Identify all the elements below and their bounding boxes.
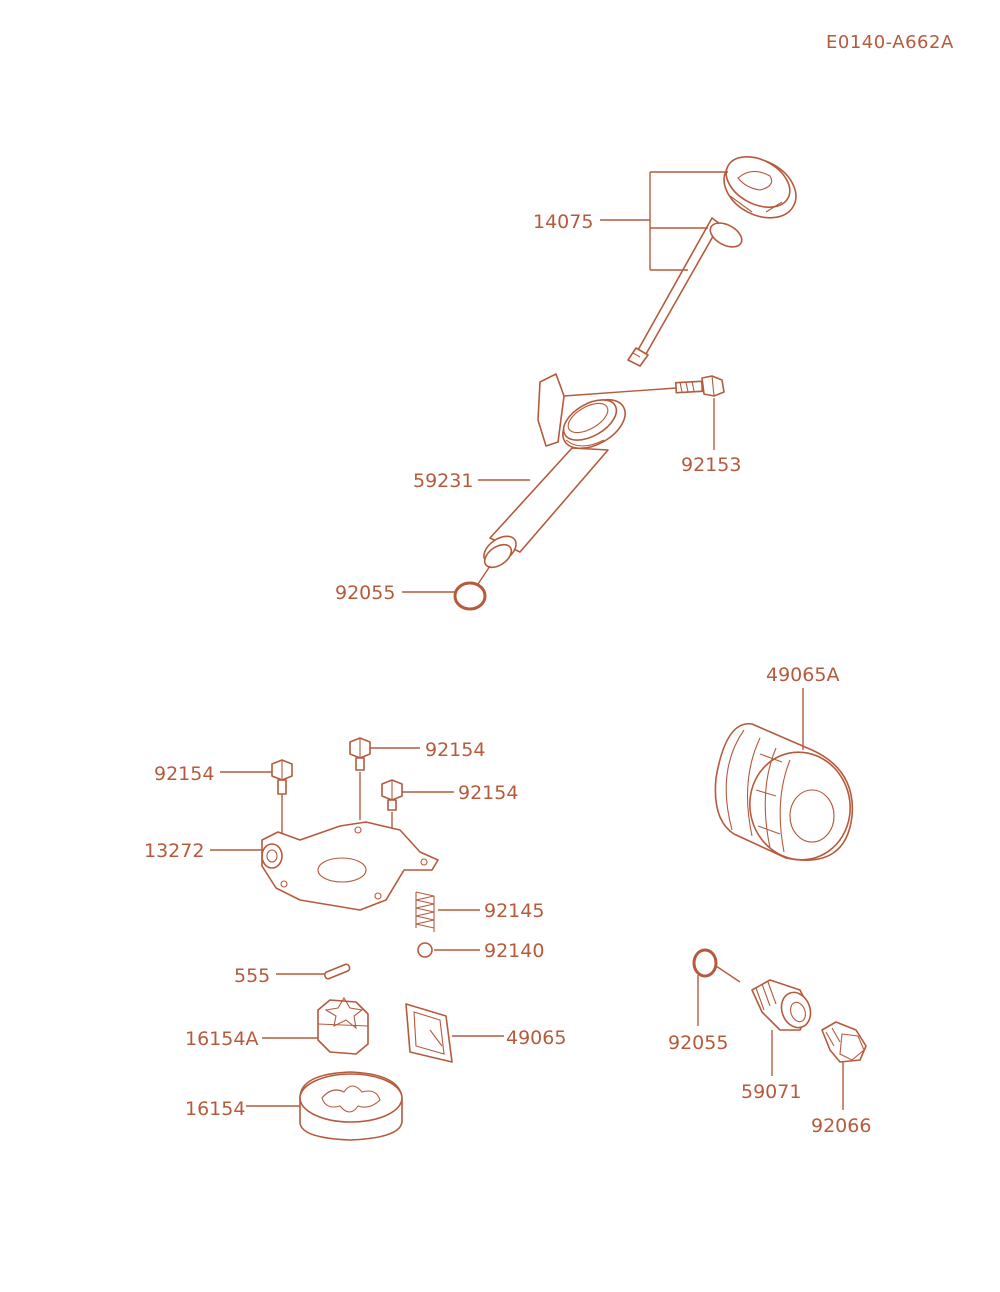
leader-92154-left	[220, 771, 283, 842]
diagram-code: E0140-A662A	[826, 32, 954, 53]
part-pin-555[interactable]	[323, 963, 351, 980]
label-92055-top[interactable]: 92055	[335, 582, 395, 604]
label-16154[interactable]: 16154	[185, 1098, 245, 1120]
part-spring-92145[interactable]	[415, 891, 435, 932]
part-oil-filter[interactable]	[714, 723, 860, 869]
part-bolt-92154-left[interactable]	[271, 759, 293, 795]
leader-92154-right	[391, 791, 454, 834]
label-59231[interactable]: 59231	[413, 470, 473, 492]
part-bolt-92154-right[interactable]	[381, 779, 403, 811]
label-59071[interactable]: 59071	[741, 1081, 801, 1103]
part-plug-92066[interactable]	[821, 1021, 867, 1063]
part-dipstick[interactable]	[627, 146, 806, 367]
part-filler-tube[interactable]	[479, 373, 633, 572]
part-o-ring-92055-top[interactable]	[453, 565, 491, 611]
label-92140[interactable]: 92140	[484, 940, 544, 962]
label-92145[interactable]: 92145	[484, 900, 544, 922]
part-inner-rotor[interactable]	[317, 996, 369, 1055]
label-92066[interactable]: 92066	[811, 1115, 871, 1137]
part-o-ring-92055-bottom[interactable]	[692, 948, 741, 983]
label-555[interactable]: 555	[234, 965, 270, 987]
part-bolt-92154-mid[interactable]	[349, 737, 371, 771]
leader-14075	[600, 171, 728, 271]
part-bolt-92153[interactable]	[674, 375, 725, 397]
part-fitting-59071[interactable]	[751, 979, 815, 1032]
part-plate-13272[interactable]	[261, 821, 439, 911]
label-14075[interactable]: 14075	[533, 211, 593, 233]
label-13272[interactable]: 13272	[144, 840, 204, 862]
leader-92154-mid	[359, 747, 420, 820]
leader-92153	[563, 387, 715, 450]
label-92055-bottom[interactable]: 92055	[668, 1032, 728, 1054]
label-16154A[interactable]: 16154A	[185, 1028, 258, 1050]
label-92154-right[interactable]: 92154	[458, 782, 518, 804]
label-92154-left[interactable]: 92154	[154, 763, 214, 785]
label-92153[interactable]: 92153	[681, 454, 741, 476]
part-ball-92140[interactable]	[417, 942, 433, 958]
label-92154-mid[interactable]: 92154	[425, 739, 485, 761]
label-49065A[interactable]: 49065A	[766, 664, 839, 686]
part-screen-49065[interactable]	[405, 1003, 453, 1063]
label-49065[interactable]: 49065	[506, 1027, 566, 1049]
part-outer-rotor[interactable]	[299, 1071, 403, 1141]
